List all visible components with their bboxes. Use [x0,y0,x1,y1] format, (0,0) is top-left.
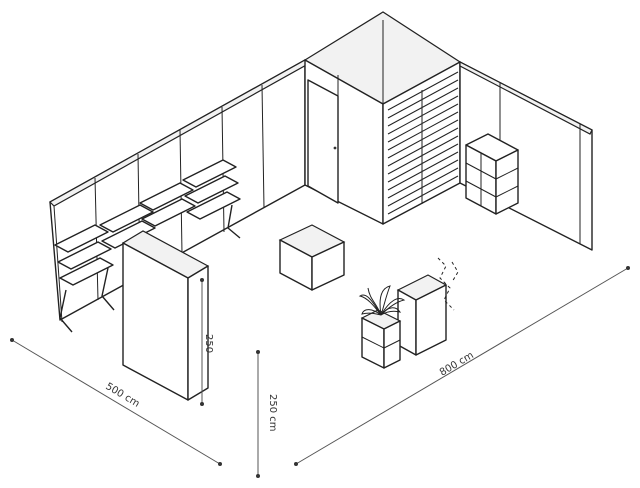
wall-shelving [54,159,241,333]
dimension-width [10,338,222,466]
dimension-partition-height [200,278,204,406]
cube-shelf [465,133,519,215]
dimension-length [294,266,630,466]
dimension-height [256,350,260,478]
reception-counter [396,274,448,356]
storage-room [303,11,462,225]
slatted-panel [387,71,459,215]
sketch-figure [437,257,459,311]
partition-height-label: 250 [203,334,214,353]
plant-stand [360,309,402,369]
partition-wall [121,230,210,401]
plant-icon [358,285,406,316]
length-label: 800 cm [438,350,476,379]
right-back-wall [459,61,593,251]
height-label: 250 cm [267,394,278,432]
cube-seat [278,224,346,291]
